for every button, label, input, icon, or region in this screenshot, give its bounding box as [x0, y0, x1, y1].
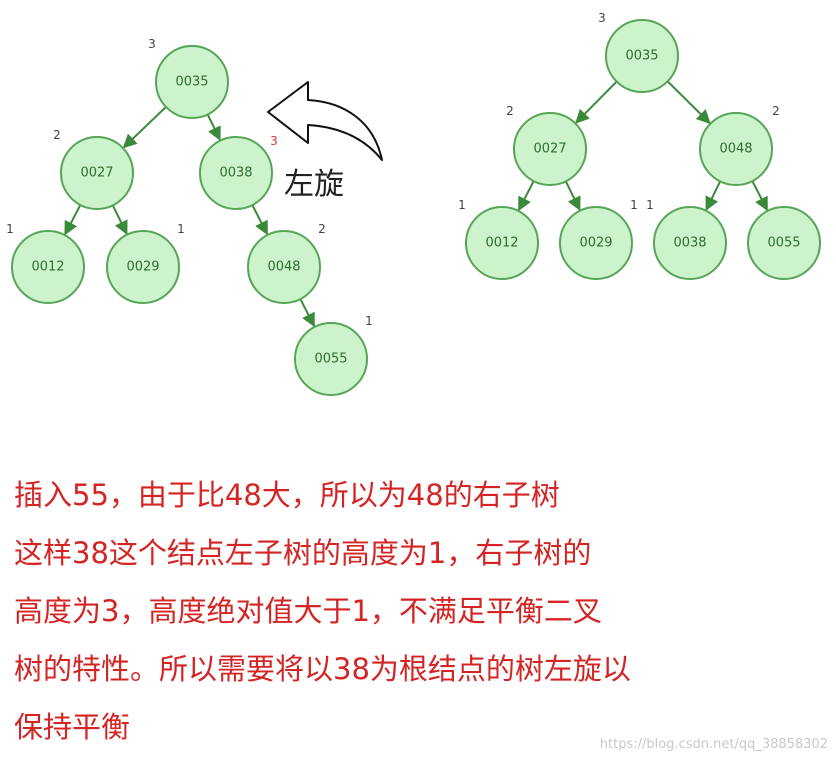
tree-edge-arrow [575, 80, 618, 124]
tree-node-circle [294, 322, 368, 396]
tree-edge-arrow [122, 106, 167, 149]
tree-edge-arrow [251, 204, 269, 236]
tree-node-key: 0038 [673, 236, 706, 251]
explanation-text: 插入55，由于比48大，所以为48的右子树 这样38这个结点左子树的高度为1，右… [14, 466, 814, 756]
tree-node-key: 0027 [80, 166, 113, 181]
tree-node-height: 3 [270, 134, 278, 148]
tree-edge-arrow [517, 180, 535, 212]
tree-node-key: 0048 [719, 142, 752, 157]
tree-edge-arrow [751, 180, 769, 212]
tree-node-key: 0029 [126, 260, 159, 275]
tree-node: 0048 2 [247, 222, 326, 304]
tree-node-circle [559, 206, 633, 280]
tree-node-circle [247, 230, 321, 304]
tree-node: 0048 2 [699, 104, 780, 186]
tree-node: 0012 1 [458, 198, 539, 280]
tree-node: 0055 [747, 206, 821, 280]
explanation-line: 树的特性。所以需要将以38为根结点的树左旋以 [14, 652, 631, 686]
tree-node: 0038 1 [646, 198, 727, 280]
tree-edge-arrow [111, 204, 128, 236]
tree-node-circle [199, 136, 273, 210]
tree-node-height: 3 [148, 37, 156, 51]
tree-node-circle [155, 45, 229, 119]
tree-node-key: 0035 [175, 75, 208, 90]
tree-node-height: 1 [365, 314, 373, 328]
tree-node-key: 0055 [314, 352, 347, 367]
explanation-line: 高度为3，高度绝对值大于1，不满足平衡二叉 [14, 594, 602, 628]
explanation-line: 插入55，由于比48大，所以为48的右子树 [14, 478, 560, 512]
tree-node-circle [513, 112, 587, 186]
tree-node-height: 2 [53, 128, 61, 142]
left-rotation-arrow-icon [267, 81, 383, 161]
watermark: https://blog.csdn.net/qq_38858302 [599, 737, 828, 752]
tree-node: 0012 1 [6, 222, 85, 304]
tree-node-circle [106, 230, 180, 304]
tree-node-circle [11, 230, 85, 304]
tree-node-key: 0035 [625, 49, 658, 64]
tree-node-height: 2 [506, 104, 514, 118]
tree-node-height: 1 [630, 198, 638, 212]
tree-node-key: 0055 [767, 236, 800, 251]
tree-node-key: 0012 [485, 236, 518, 251]
tree-node-key: 0038 [219, 166, 252, 181]
tree-node-circle [653, 206, 727, 280]
tree-edge-arrow [666, 80, 711, 124]
explanation-line: 这样38这个结点左子树的高度为1，右子树的 [14, 536, 592, 570]
tree-node-height: 2 [318, 222, 326, 236]
tree-node: 0038 3 [199, 134, 278, 210]
tree-node-circle [605, 19, 679, 93]
tree-node-height: 2 [772, 104, 780, 118]
tree-node-key: 0048 [267, 260, 300, 275]
edges-layer [64, 80, 769, 328]
tree-edge-arrow [299, 298, 316, 328]
tree-node: 0035 3 [598, 11, 679, 93]
tree-node-height: 1 [6, 222, 14, 236]
tree-edge-arrow [564, 180, 581, 212]
tree-node: 0027 2 [506, 104, 587, 186]
tree-node-key: 0029 [579, 236, 612, 251]
tree-edge-arrow [64, 204, 82, 236]
tree-node: 0027 2 [53, 128, 134, 210]
nodes-layer: 0035 3 0027 2 0038 3 0012 1 0029 1 0048 2 0055 1 0035 3… [6, 11, 821, 396]
tree-node-circle [465, 206, 539, 280]
tree-node: 0055 1 [294, 314, 373, 396]
tree-diagrams: 0035 3 0027 2 0038 3 0012 1 0029 1 0048 2 0055 1 0035 3… [6, 11, 821, 396]
tree-node-height: 1 [646, 198, 654, 212]
tree-node-key: 0027 [533, 142, 566, 157]
tree-node-circle [699, 112, 773, 186]
tree-node: 0029 1 [559, 198, 638, 280]
tree-node: 0029 1 [106, 222, 185, 304]
tree-edge-arrow [206, 113, 221, 141]
tree-node: 0035 3 [148, 37, 229, 119]
tree-node-height: 3 [598, 11, 606, 25]
tree-edge-arrow [705, 180, 722, 212]
tree-node-height: 1 [458, 198, 466, 212]
rotation-label: 左旋 [284, 167, 344, 202]
tree-node-circle [747, 206, 821, 280]
tree-node-height: 1 [177, 222, 185, 236]
explanation-line: 保持平衡 [14, 710, 131, 744]
tree-node-key: 0012 [31, 260, 64, 275]
tree-node-circle [60, 136, 134, 210]
